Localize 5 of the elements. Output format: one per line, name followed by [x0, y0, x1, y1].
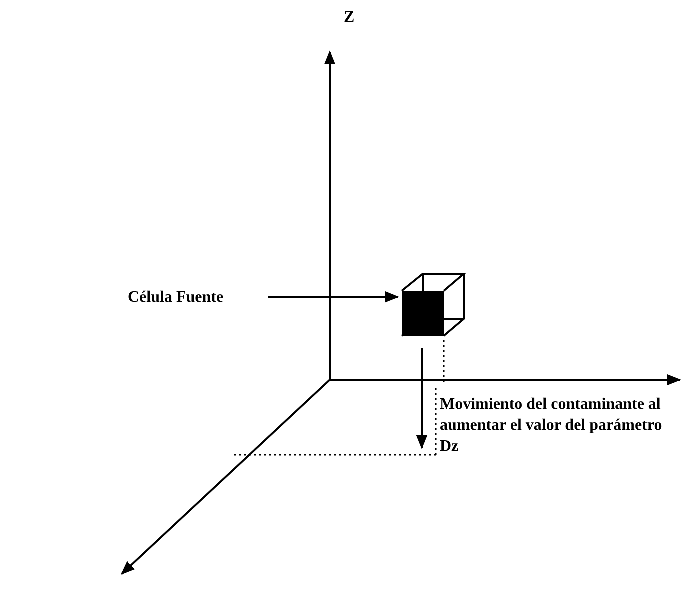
arrow: [268, 291, 400, 303]
cube-drawing: [400, 272, 466, 338]
node-label: Célula Fuente: [128, 288, 225, 308]
annotation-text: Movimiento del contaminante al aumentar el valor del parámetro Dz: [440, 395, 664, 457]
axis-label: Z: [344, 8, 356, 28]
